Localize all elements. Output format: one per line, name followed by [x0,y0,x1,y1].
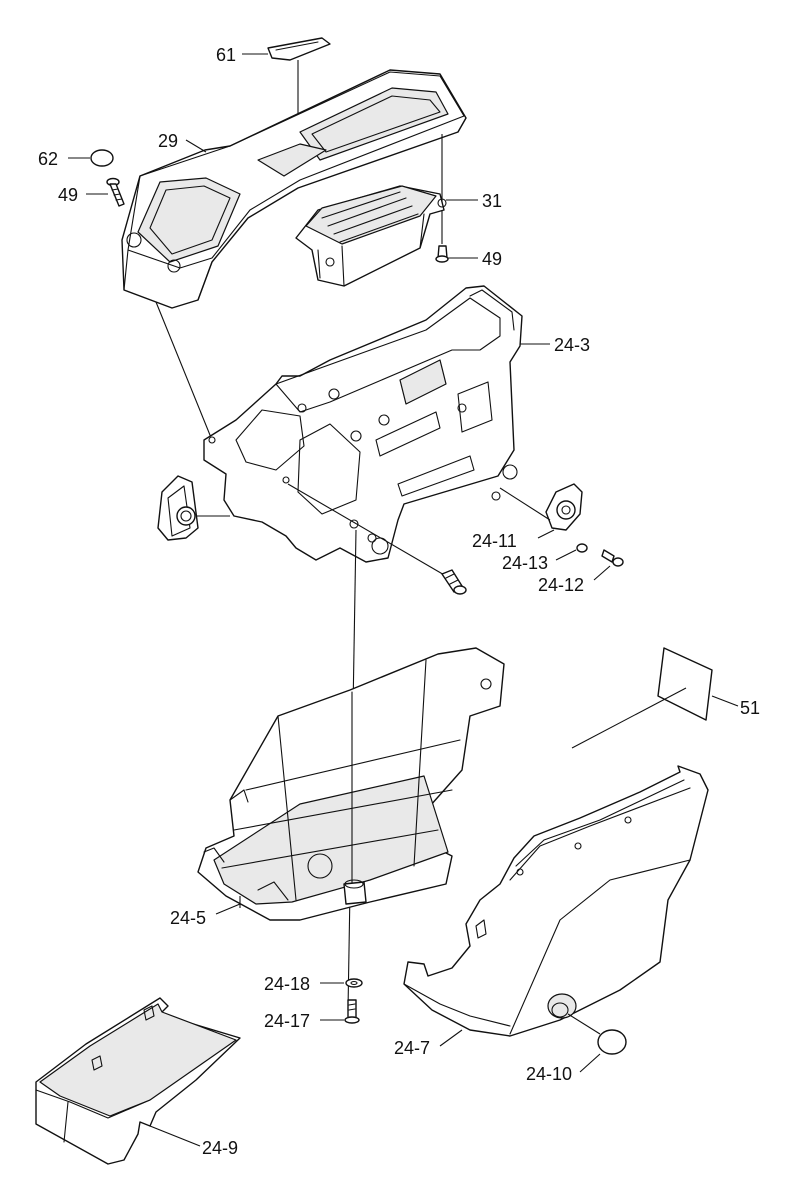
side-switch-bracket [157,475,230,541]
callout-24-12: 24-12 [538,575,584,595]
callout-62: 62 [38,149,58,169]
part-24-18-washer [345,978,363,988]
bolt-center [287,483,467,595]
callout-leaders [68,53,611,1073]
callout-31: 31 [482,191,502,211]
part-24-3-frame [203,285,550,563]
callout-24-18: 24-18 [264,974,310,994]
callout-24-10: 24-10 [526,1064,572,1084]
callout-49-right: 49 [482,249,502,269]
callout-24-9: 24-9 [202,1138,238,1158]
callout-labels: 61 29 62 49 31 49 24-3 24-11 24-13 24-12… [38,45,760,1158]
part-29-console-cover [121,69,467,441]
callout-49-left: 49 [58,185,78,205]
part-62-cap [90,149,114,167]
part-24-5-base-tray [197,647,505,921]
callout-24-3: 24-3 [554,335,590,355]
part-51-label [571,647,739,749]
part-24-12-screw [601,549,624,567]
part-24-7-side-cover [403,765,709,1037]
part-24-9-front-cover [35,997,241,1165]
part-49-screw-right [435,245,449,263]
callout-24-11: 24-11 [472,531,517,551]
part-24-10-plug [567,1013,627,1055]
callout-24-5: 24-5 [170,908,206,928]
part-24-13-washer [576,543,588,553]
callout-61: 61 [216,45,236,65]
callout-24-7: 24-7 [394,1038,430,1058]
callout-29: 29 [158,131,178,151]
callout-24-17: 24-17 [264,1011,310,1031]
callout-51: 51 [740,698,760,718]
part-31-tray [295,185,447,287]
part-24-11-bracket [499,483,583,531]
part-24-17-bolt [344,999,360,1024]
callout-24-13: 24-13 [502,553,548,573]
part-49-screw-left [106,177,125,207]
